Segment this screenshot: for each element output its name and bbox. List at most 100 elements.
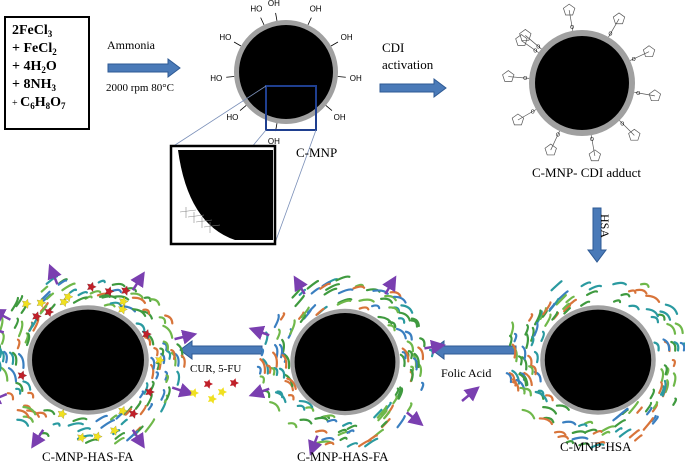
protein-helix [542, 301, 552, 316]
protein-helix [276, 328, 281, 340]
protein-helix [666, 322, 677, 335]
protein-helix [39, 304, 48, 315]
protein-helix [337, 428, 348, 434]
protein-helix [7, 367, 18, 383]
protein-helix [165, 386, 171, 401]
protein-helix [294, 294, 305, 308]
protein-helix [357, 439, 372, 448]
protein-helix [287, 422, 298, 429]
protein-helix [158, 316, 167, 325]
protein-helix [614, 419, 626, 428]
protein-helix [135, 322, 146, 332]
protein-helix [659, 385, 665, 396]
protein-helix [505, 372, 513, 384]
cdi-oxygen-label: O [556, 133, 560, 139]
protein-helix [97, 279, 106, 284]
protein-helix [274, 391, 287, 404]
5fu-drug-molecule [17, 370, 28, 381]
protein-helix [162, 340, 169, 352]
protein-helix [636, 406, 643, 414]
protein-helix [143, 382, 149, 395]
oh-group-label: HO [210, 74, 222, 83]
protein-helix [406, 402, 413, 412]
protein-helix [373, 408, 383, 419]
protein-helix [266, 364, 272, 374]
protein-helix [0, 347, 3, 358]
cur-drug-molecule [155, 355, 166, 366]
protein-helix [588, 284, 603, 291]
protein-helix [315, 429, 328, 434]
step-drugs-label: CUR, 5-FU [190, 363, 242, 375]
imidazole-ring [563, 3, 576, 16]
zoom-ligand-bond [179, 209, 197, 213]
protein-helix [376, 405, 388, 419]
protein-helix [601, 430, 611, 436]
protein-helix [614, 427, 623, 433]
protein-helix [545, 394, 554, 402]
imidazole-ring [502, 70, 515, 82]
cdi-linker-bond [629, 51, 650, 61]
protein-helix [653, 341, 660, 352]
protein-helix [299, 314, 307, 323]
protein-helix [25, 332, 31, 347]
protein-helix [16, 418, 30, 427]
protein-helix [398, 311, 411, 322]
protein-helix [533, 309, 542, 326]
cdi-linker-bond [550, 130, 560, 151]
protein-helix [300, 306, 310, 319]
protein-helix [600, 425, 615, 433]
protein-helix [548, 302, 556, 311]
oh-group-label: OH [310, 5, 322, 14]
protein-helix [103, 303, 116, 308]
protein-helix [162, 324, 174, 339]
protein-helix [153, 347, 159, 357]
protein-helix [580, 300, 591, 307]
cdi-oxygen-label: O [531, 110, 535, 116]
protein-helix [36, 411, 48, 418]
cdi-core [535, 36, 629, 130]
protein-helix [583, 420, 594, 425]
protein-helix [664, 303, 679, 315]
protein-helix [513, 332, 518, 343]
protein-helix [544, 313, 552, 327]
oh-group-label: HO [226, 113, 238, 122]
oh-group-label: HO [219, 33, 231, 42]
protein-helix [77, 427, 91, 433]
protein-helix [114, 431, 126, 440]
drug-legend-molecule [189, 388, 199, 398]
protein-helix [530, 364, 537, 376]
protein-helix [95, 414, 108, 423]
zoom-callout-line [274, 129, 317, 244]
cdi-linker-bond [619, 120, 635, 136]
cur-drug-molecule [118, 296, 129, 307]
protein-helix [392, 395, 398, 405]
protein-helix [392, 295, 407, 304]
reactants-box: 2FeCl3 + FeCl2 + 4H2O + 8NH3 + C6H8O7 [4, 16, 90, 130]
folic-acid-arrow [382, 275, 397, 295]
protein-helix [342, 421, 353, 427]
protein-helix [409, 368, 414, 382]
protein-helix [11, 351, 18, 366]
5fu-drug-molecule [128, 408, 139, 419]
protein-helix [256, 365, 262, 375]
protein-helix [176, 370, 181, 386]
protein-helix [289, 319, 296, 336]
protein-helix [664, 379, 670, 394]
protein-helix [383, 410, 391, 420]
protein-helix [269, 401, 281, 412]
folic-acid-arrow [293, 275, 308, 295]
oh-bond [325, 105, 333, 111]
protein-helix [658, 381, 663, 395]
protein-helix [22, 415, 34, 423]
folic-acid-arrow [308, 435, 323, 456]
protein-helix [612, 281, 627, 286]
protein-helix [273, 367, 279, 377]
protein-helix [22, 380, 32, 391]
5fu-drug-molecule [121, 285, 131, 296]
cdi-linker-bond [568, 10, 574, 31]
protein-helix [671, 358, 676, 368]
protein-helix [0, 366, 9, 382]
oh-bond [337, 76, 346, 78]
protein-helix [404, 330, 413, 341]
